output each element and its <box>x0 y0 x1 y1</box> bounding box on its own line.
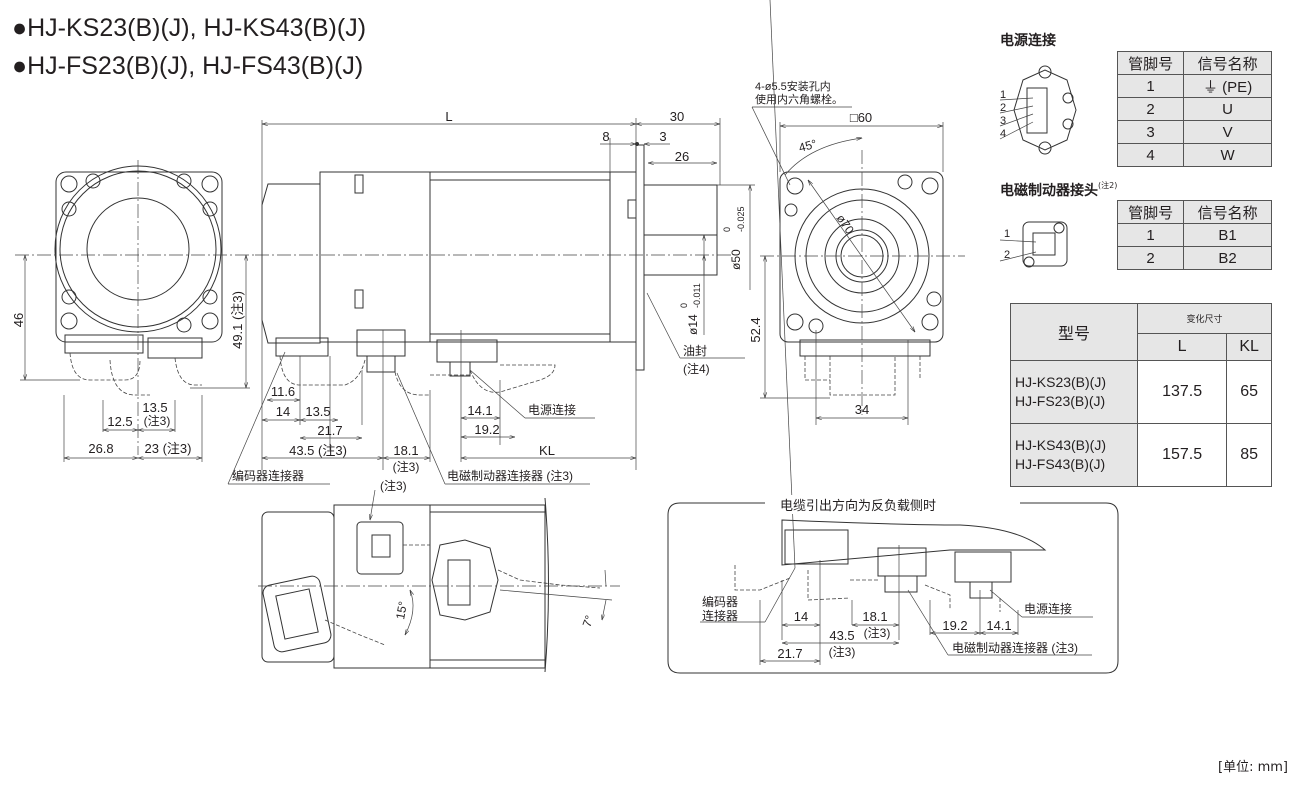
power-connector-title: 电源连接 <box>1000 33 1056 49</box>
inset-reverse-cable: 编码器 连接器 14 18.1 (注3) 43.5 (注3) 21.7 19.2… <box>667 0 1119 674</box>
angle-7-label: 7° <box>580 613 597 629</box>
dim-d14-tol-upper: 0 <box>679 303 689 308</box>
dim-34: 34 <box>855 402 869 417</box>
variable-dimension-table: 型号 变化尺寸 L KL HJ-KS23(B)(J)HJ-FS23(B)(J) … <box>1010 303 1272 487</box>
inset-dim-14-1: 14.1 <box>986 618 1011 633</box>
dim-3: 3 <box>659 129 666 144</box>
dim-KL: KL <box>539 443 555 458</box>
dim-d50: ø50 <box>729 249 743 270</box>
inset-encoder-label-1: 编码器 <box>702 594 738 609</box>
power-pin-label-4: 4 <box>1000 128 1006 140</box>
inset-dim-43-5: 43.5 <box>829 628 854 643</box>
pin-header: 管脚号 <box>1116 200 1185 224</box>
table-row: 1⏚ (PE) <box>1116 74 1272 98</box>
pin-header: 管脚号 <box>1116 51 1185 75</box>
top-view-note3: (注3) <box>380 478 407 493</box>
brake-pin-label-1: 1 <box>1004 228 1010 240</box>
model-title-ks: ●HJ-KS23(B)(J), HJ-KS43(B)(J) <box>12 14 367 42</box>
dim-18-1: 18.1 <box>393 443 418 458</box>
power-connector-icon: 1 2 3 4 <box>999 65 1077 155</box>
dim-23: 23 (注3) <box>145 441 192 456</box>
screw-icons <box>60 173 219 333</box>
power-connector-label: 电源连接 <box>528 402 576 417</box>
inset-brake-label: 电磁制动器连接器 (注3) <box>952 640 1078 655</box>
inset-dim-19-2: 19.2 <box>942 618 967 633</box>
dim-d50-tol-upper: 0 <box>722 227 732 232</box>
power-pin-label-2: 2 <box>1000 102 1006 114</box>
dim-52-4: 52.4 <box>748 317 763 342</box>
front-view: 46 49.1 (注3) 12.5 13.5 (注3) 26.8 23 (注3) <box>11 160 255 462</box>
dim-30: 30 <box>670 109 684 124</box>
brake-connector-title: 电磁制动器接头(注2) <box>1000 181 1118 199</box>
inset-dim-21-7: 21.7 <box>777 646 802 661</box>
inset-title: 电缆引出方向为反负载侧时 <box>774 495 943 514</box>
square-60-label: □60 <box>850 110 872 125</box>
power-pin-label-1: 1 <box>1000 89 1006 101</box>
dim-26-8: 26.8 <box>88 441 113 456</box>
col-KL-header: KL <box>1226 332 1272 362</box>
inset-note3b: (注3) <box>829 644 856 659</box>
dim-19-2: 19.2 <box>474 422 499 437</box>
brake-pin-label-2: 2 <box>1004 249 1010 261</box>
dim-d50-tol-lower: -0.025 <box>736 206 746 232</box>
brake-connector-label: 电磁制动器连接器 (注3) <box>447 468 573 483</box>
dim-14: 14 <box>276 404 290 419</box>
dim-18-1-note: (注3) <box>393 459 420 474</box>
inset-power-label: 电源连接 <box>1024 601 1072 616</box>
model-title-fs: ●HJ-FS23(B)(J), HJ-FS43(B)(J) <box>12 52 364 80</box>
pcd-label: ø70 <box>834 212 858 237</box>
inset-dim-14: 14 <box>794 609 808 624</box>
unit-label: [单位: mm] <box>1218 760 1288 775</box>
signal-header: 信号名称 <box>1183 200 1272 224</box>
variable-header: 变化尺寸 <box>1137 303 1272 334</box>
inset-encoder-label-2: 连接器 <box>702 608 738 623</box>
dim-d14-tol-lower: -0.011 <box>692 283 702 308</box>
dim-13-5-side: 13.5 <box>305 404 330 419</box>
angle-45-label: 45° <box>797 137 818 155</box>
oil-seal-label: 油封 <box>683 344 707 358</box>
dim-43-5: 43.5 (注3) <box>289 443 347 458</box>
dim-d14: ø14 <box>686 314 700 335</box>
angle-15-label: 15° <box>393 600 410 621</box>
side-view: L 8 30 3 26 ø50 0 -0.025 ø14 0 -0.011 油封… <box>227 109 755 485</box>
dim-11-6: 11.6 <box>271 384 295 399</box>
inset-note3a: (注3) <box>864 625 891 640</box>
dim-26: 26 <box>675 149 689 164</box>
dim-13-5: 13.5 <box>142 400 167 415</box>
top-view: (注3) 15° 7° <box>258 478 620 673</box>
table-row: HJ-KS23(B)(J)HJ-FS23(B)(J) 137.5 65 <box>1010 360 1272 424</box>
mount-note-1: 4-ø5.5安装孔内 <box>755 79 831 93</box>
inset-dim-18-1: 18.1 <box>862 609 887 624</box>
signal-header: 信号名称 <box>1183 51 1272 75</box>
col-L-header: L <box>1136 332 1228 362</box>
encoder-connector-label: 编码器连接器 <box>232 468 304 483</box>
dim-21-7: 21.7 <box>317 423 342 438</box>
dim-L: L <box>445 109 452 124</box>
power-pin-label-3: 3 <box>1000 115 1006 127</box>
dim-46: 46 <box>11 313 26 327</box>
flange-view: ø70 □60 45° 4-ø5.5安装孔内 使用内六角螺栓。 52.4 34 <box>748 79 965 425</box>
model-header: 型号 <box>1010 303 1138 361</box>
dim-49-1: 49.1 (注3) <box>230 291 245 349</box>
brake-note: (注2) <box>1098 181 1118 190</box>
table-row: HJ-KS43(B)(J)HJ-FS43(B)(J) 157.5 85 <box>1010 423 1272 487</box>
dim-8: 8 <box>602 129 609 144</box>
dim-13-5-note: (注3) <box>144 413 171 428</box>
oil-seal-note: (注4) <box>683 361 710 376</box>
dim-12-5: 12.5 <box>107 414 132 429</box>
mount-note-2: 使用内六角螺栓。 <box>755 92 843 106</box>
dim-14-1: 14.1 <box>467 403 492 418</box>
brake-connector-icon: 1 2 <box>999 221 1068 268</box>
